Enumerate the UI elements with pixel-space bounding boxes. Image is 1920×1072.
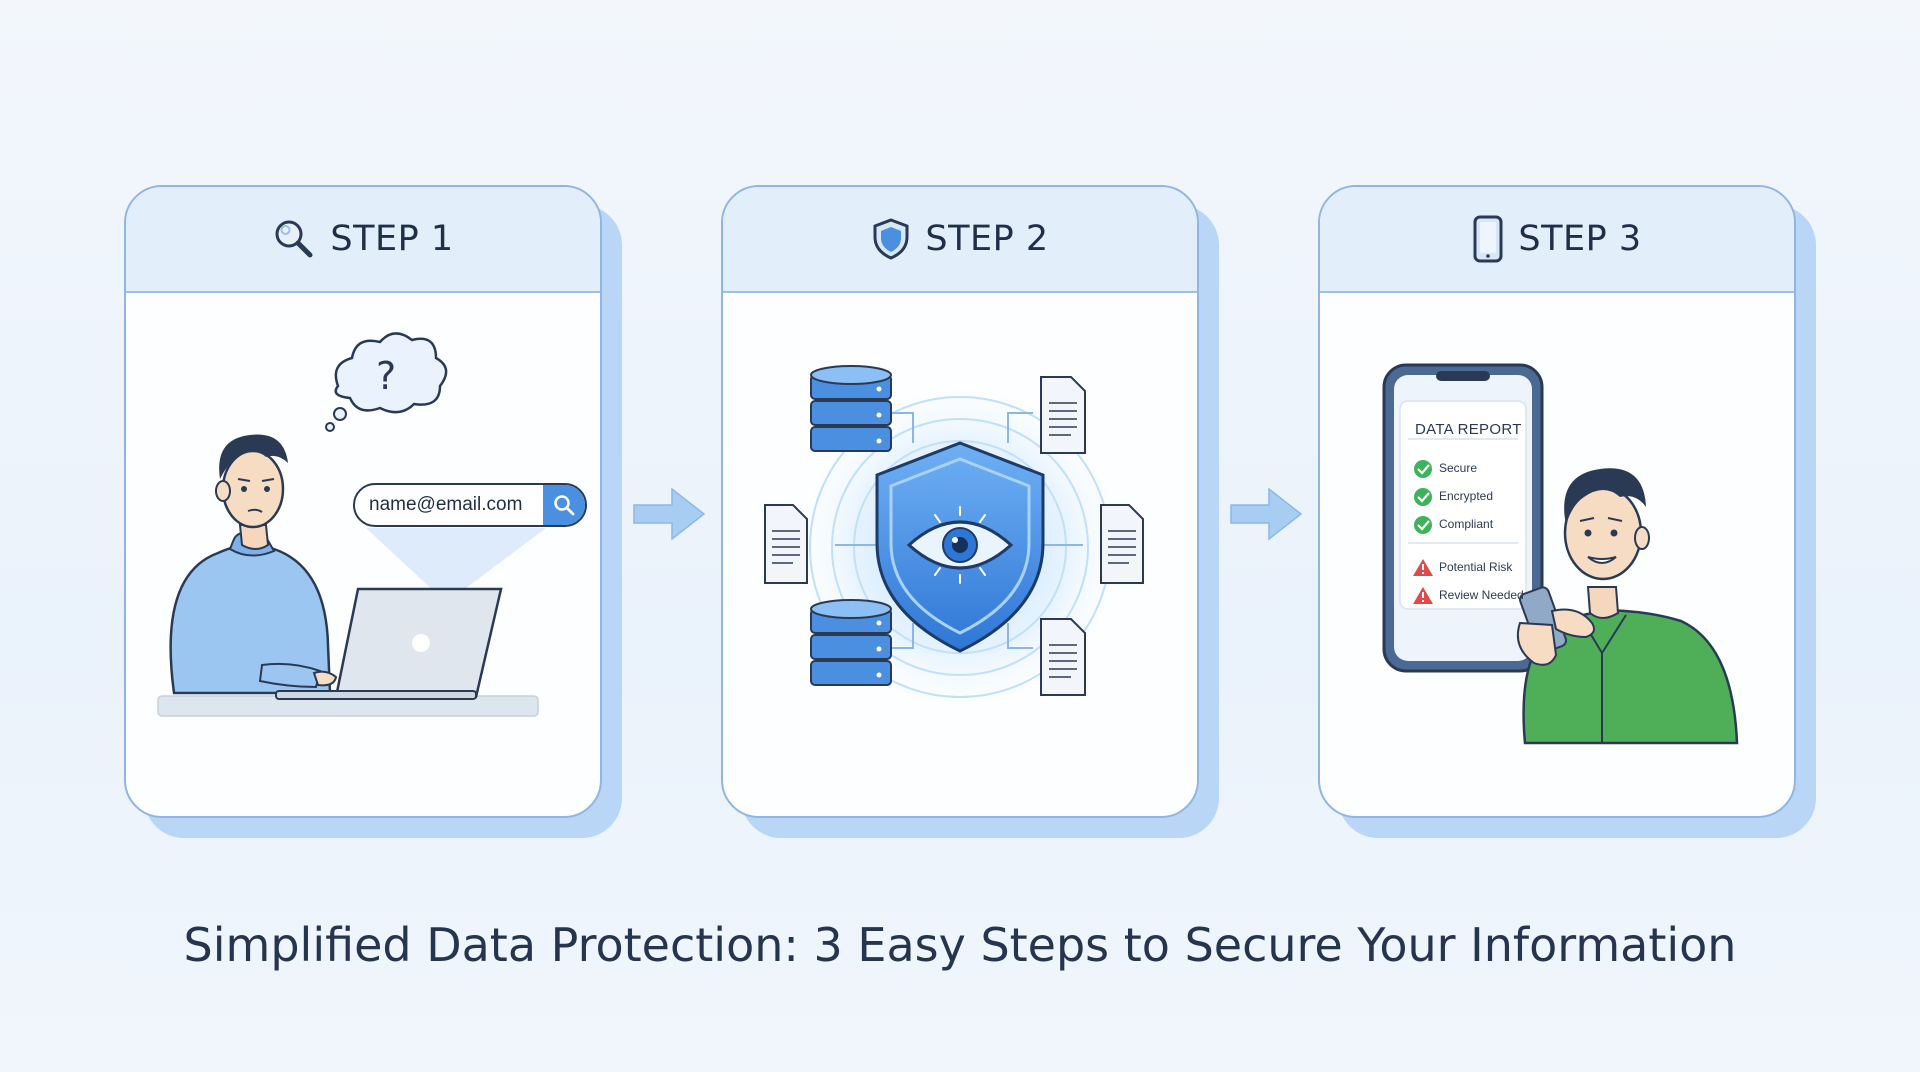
step-2-header: STEP 2: [723, 187, 1197, 293]
document-icon: [764, 504, 808, 584]
step-2-label: STEP 2: [925, 219, 1049, 259]
step-3-header: STEP 3: [1320, 187, 1794, 293]
step-3-illustration: DATA REPORT Secure Encrypted Compliant P…: [1320, 293, 1794, 816]
document-icon: [1040, 618, 1086, 696]
email-search-input[interactable]: name@email.com: [353, 483, 587, 527]
step-1-illustration: ?: [126, 293, 600, 816]
person-typing: [169, 434, 338, 695]
step-1-header: STEP 1: [126, 187, 600, 293]
shield-icon: [871, 217, 911, 261]
report-item-compliant: Compliant: [1439, 517, 1494, 531]
person-with-phone: [1516, 468, 1739, 745]
step-1-label: STEP 1: [330, 219, 454, 259]
laptop: [275, 587, 503, 700]
report-item-secure: Secure: [1439, 461, 1478, 475]
page-title: Simplified Data Protection: 3 Easy Steps…: [183, 918, 1737, 972]
step-2-card: STEP 2: [721, 185, 1219, 838]
step-1-card: STEP 1 ?: [124, 185, 622, 838]
arrow-right-icon: [1230, 487, 1303, 541]
email-value: name@email.com: [369, 494, 523, 515]
card-frame: STEP 3: [1318, 185, 1796, 818]
magnifier-icon: [272, 217, 316, 261]
warning-icon: [1413, 559, 1433, 576]
step-3-label: STEP 3: [1518, 219, 1642, 259]
report-item-review-needed: Review Needed: [1439, 588, 1524, 602]
check-icon: [1414, 460, 1432, 478]
search-icon: [554, 495, 575, 516]
check-icon: [1414, 488, 1432, 506]
card-frame: STEP 1 ?: [124, 185, 602, 818]
phone-device: [1382, 363, 1544, 673]
step-3-card: STEP 3: [1318, 185, 1816, 838]
arrow-right-icon: [633, 487, 706, 541]
document-icon: [1040, 376, 1086, 454]
shield-eye-icon: [875, 441, 1045, 653]
card-frame: STEP 2: [721, 185, 1199, 818]
step-2-illustration: [723, 293, 1197, 816]
check-icon: [1414, 516, 1432, 534]
database-icon: [810, 365, 892, 452]
question-mark: ?: [376, 354, 396, 398]
report-item-encrypted: Encrypted: [1439, 489, 1494, 503]
thought-bubble: ?: [325, 332, 448, 432]
search-button[interactable]: [543, 485, 585, 525]
report-item-potential-risk: Potential Risk: [1439, 560, 1513, 574]
phone-icon: [1472, 214, 1504, 264]
report-title: DATA REPORT: [1415, 421, 1522, 438]
database-icon: [810, 599, 892, 686]
warning-icon: [1413, 587, 1433, 604]
document-icon: [1100, 504, 1144, 584]
